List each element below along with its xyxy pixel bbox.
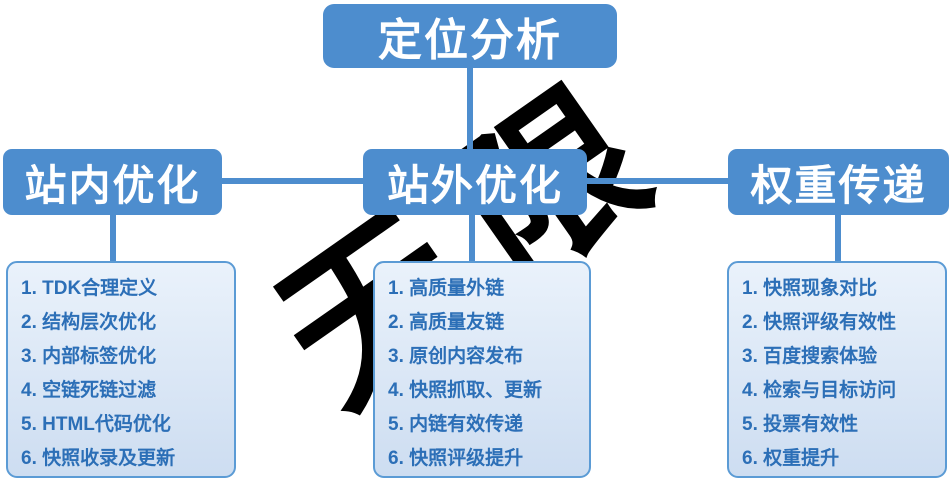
list-item: 1. 高质量外链 xyxy=(388,278,505,299)
list-item: 4. 检索与目标访问 xyxy=(742,380,897,401)
connector-onsite-stub xyxy=(110,180,116,266)
list-item: 2. 结构层次优化 xyxy=(21,312,157,333)
list-item: 1. TDK合理定义 xyxy=(21,278,158,299)
connector-offsite-stub xyxy=(469,180,475,266)
connector-root-vertical xyxy=(467,30,473,185)
list-item: 3. 原创内容发布 xyxy=(388,346,524,367)
list-item: 2. 高质量友链 xyxy=(388,312,505,333)
list-item: 5. HTML代码优化 xyxy=(21,414,171,435)
list-item: 5. 内链有效传递 xyxy=(388,414,524,435)
list-item: 6. 快照评级提升 xyxy=(388,448,524,469)
branch-node-onsite: 站内优化 xyxy=(3,149,222,215)
connector-weight-stub xyxy=(835,180,841,266)
list-item: 1. 快照现象对比 xyxy=(742,278,878,299)
list-item: 2. 快照评级有效性 xyxy=(742,312,897,333)
list-item: 6. 快照收录及更新 xyxy=(21,448,176,469)
list-item: 3. 百度搜索体验 xyxy=(742,346,878,367)
branch-panel-offsite: 1. 高质量外链 2. 高质量友链 3. 原创内容发布 4. 快照抓取、更新 5… xyxy=(373,261,591,478)
branch-node-weight: 权重传递 xyxy=(728,149,949,215)
branch-panel-weight: 1. 快照现象对比 2. 快照评级有效性 3. 百度搜索体验 4. 检索与目标访… xyxy=(727,261,947,478)
list-item: 4. 快照抓取、更新 xyxy=(388,380,543,401)
branch-panel-onsite: 1. TDK合理定义 2. 结构层次优化 3. 内部标签优化 4. 空链死链过滤… xyxy=(6,261,236,478)
list-item: 3. 内部标签优化 xyxy=(21,346,157,367)
list-item: 6. 权重提升 xyxy=(742,448,840,469)
list-item: 5. 投票有效性 xyxy=(742,414,859,435)
branch-node-offsite: 站外优化 xyxy=(363,149,587,215)
root-node-positioning-analysis: 定位分析 xyxy=(323,4,617,68)
list-item: 4. 空链死链过滤 xyxy=(21,380,157,401)
